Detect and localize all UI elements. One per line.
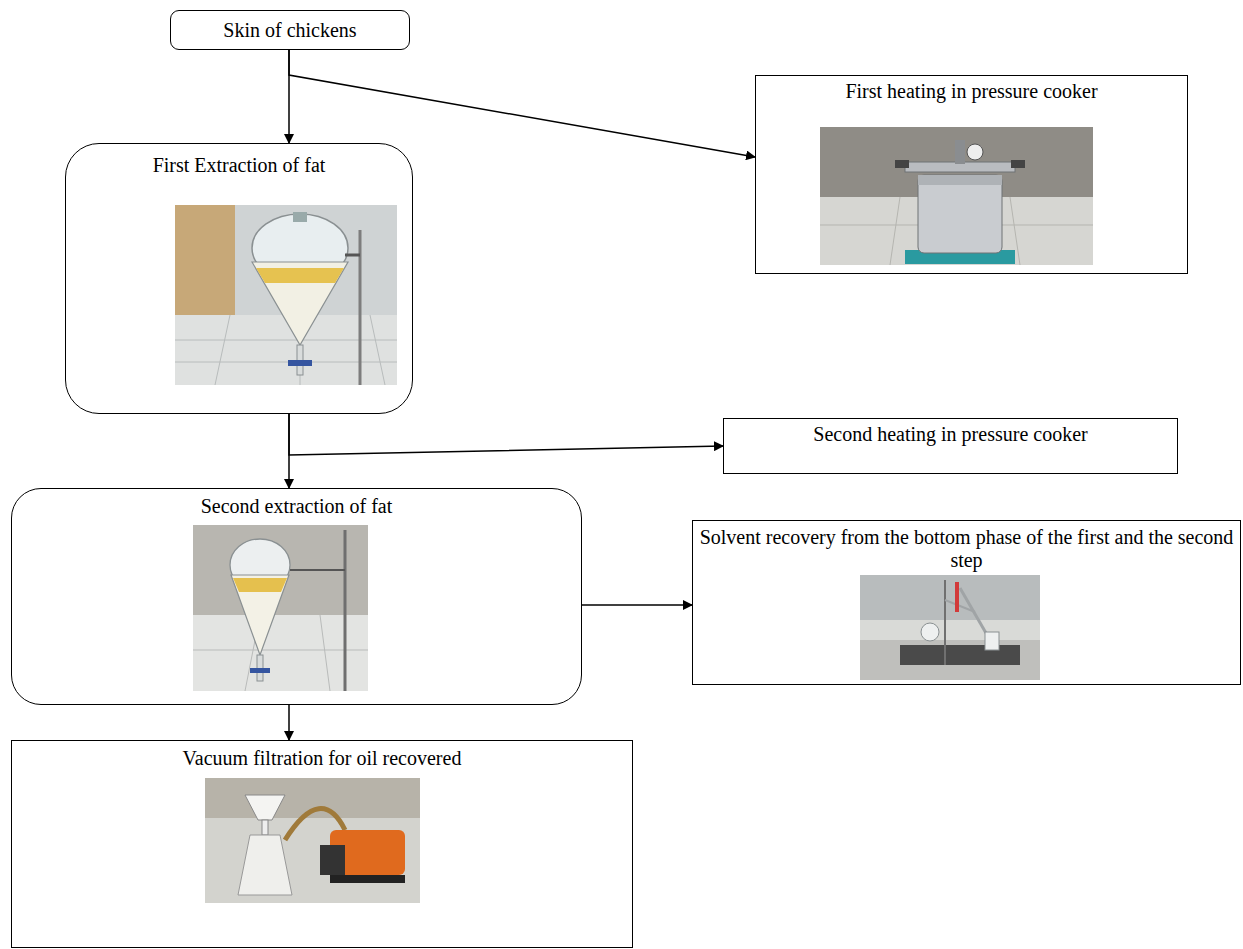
node-label: Skin of chickens xyxy=(171,19,409,42)
vacuum-filtration-photo xyxy=(205,778,420,903)
flow-arrow xyxy=(288,705,290,740)
process-box: Second extraction of fat xyxy=(11,488,582,705)
process-box: Second heating in pressure cooker xyxy=(723,418,1178,474)
node-label: Second heating in pressure cooker xyxy=(724,423,1177,446)
process-box: First Extraction of fat xyxy=(65,143,413,414)
node-label: First Extraction of fat xyxy=(66,154,412,177)
flow-arrow xyxy=(289,50,755,157)
output-box: Vacuum filtration for oil recovered xyxy=(11,740,633,948)
node-label: Vacuum filtration for oil recovered xyxy=(12,747,632,770)
node-label: First heating in pressure cooker xyxy=(756,80,1187,103)
distillation-photo xyxy=(860,575,1040,680)
input-box: Skin of chickens xyxy=(170,10,410,50)
flow-arrow xyxy=(289,414,723,455)
flow-arrow xyxy=(582,604,692,606)
funnel-photo xyxy=(193,525,368,691)
funnel-photo xyxy=(175,205,397,385)
process-box: Solvent recovery from the bottom phase o… xyxy=(692,520,1241,685)
process-box: First heating in pressure cooker xyxy=(755,75,1188,274)
node-label: Solvent recovery from the bottom phase o… xyxy=(693,526,1240,572)
node-label: Second extraction of fat xyxy=(12,495,581,518)
pressure-cooker-photo xyxy=(820,127,1093,265)
